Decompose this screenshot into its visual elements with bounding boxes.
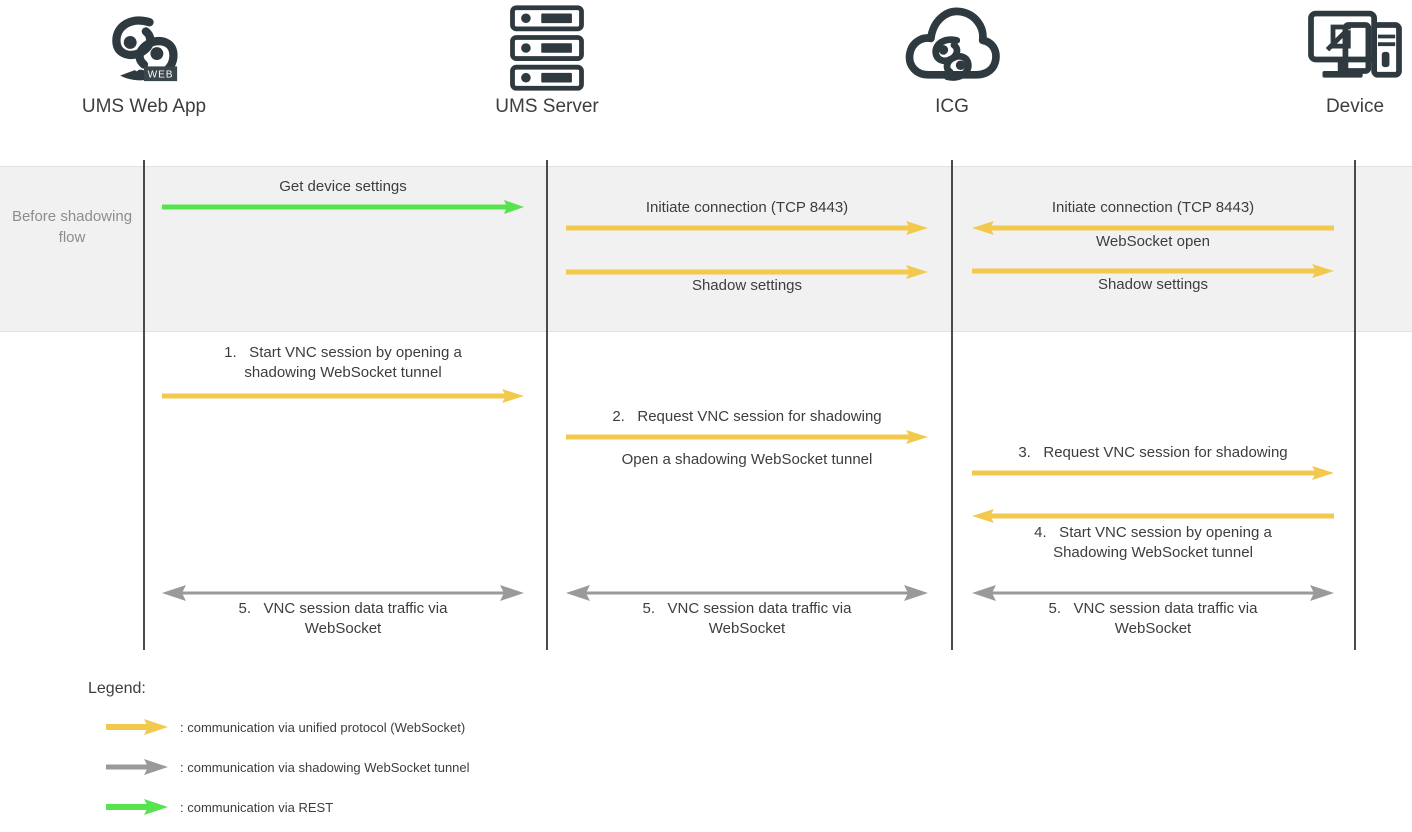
legend-arrow-unified-icon xyxy=(106,719,168,735)
legend-title: Legend: xyxy=(88,680,146,697)
lifeline-icg xyxy=(951,160,953,650)
message-caption-below: Shadow settings xyxy=(691,277,803,294)
message-caption-below: 4. Start VNC session by opening a Shadow… xyxy=(1034,524,1272,561)
before-shadowing-band xyxy=(0,166,1412,332)
message-caption-above: 1. Start VNC session by opening a shadow… xyxy=(224,344,462,381)
legend-item-label: : communication via REST xyxy=(180,799,334,815)
message-step-3-request-vnc-session: 3. Request VNC session for shadowing xyxy=(972,444,1334,480)
actor-label: UMS Web App xyxy=(81,96,207,117)
legend-item-label: : communication via shadowing WebSocket … xyxy=(180,759,470,775)
svg-text:WEB: WEB xyxy=(148,69,174,80)
actor-icg: ICG xyxy=(852,0,1052,118)
actor-device: Device xyxy=(1255,0,1412,118)
actor-label: Device xyxy=(1325,96,1385,117)
message-initiate-connection-server-icg: Initiate connection (TCP 8443) xyxy=(566,199,928,235)
legend-item-unified-protocol: : communication via unified protocol (We… xyxy=(88,712,470,742)
server-rack-icon xyxy=(447,0,647,96)
actor-ums-web-app: WEB UMS Web App xyxy=(44,0,244,118)
message-step-5-vnc-traffic-server-icg: 5. VNC session data traffic via WebSocke… xyxy=(566,585,928,637)
message-caption-below: Shadow settings xyxy=(1097,276,1209,293)
message-step-2-request-vnc-session: 2. Request VNC session for shadowing Ope… xyxy=(566,408,928,468)
message-caption-below: 5. VNC session data traffic via WebSocke… xyxy=(238,600,448,637)
message-caption-below: WebSocket open xyxy=(1096,233,1210,250)
message-shadow-settings-icg-device: Shadow settings xyxy=(972,264,1334,293)
message-step-4-start-vnc-session: 4. Start VNC session by opening a Shadow… xyxy=(972,509,1334,561)
message-step-5-vnc-traffic-webapp-server: 5. VNC session data traffic via WebSocke… xyxy=(162,585,524,637)
cloud-icg-icon xyxy=(852,0,1052,96)
legend-item-label: : communication via unified protocol (We… xyxy=(180,719,466,735)
legend-arrow-rest-icon xyxy=(106,799,168,815)
desktop-device-icon xyxy=(1255,0,1412,96)
legend: Legend: : communication via unified prot… xyxy=(88,680,470,832)
legend-arrow-tunnel-icon xyxy=(106,759,168,775)
message-caption-above: Get device settings xyxy=(279,178,407,195)
message-caption-above: Initiate connection (TCP 8443) xyxy=(1051,199,1255,216)
message-shadow-settings-server-icg: Shadow settings xyxy=(566,265,928,294)
message-initiate-connection-device-icg: Initiate connection (TCP 8443) WebSocket… xyxy=(972,199,1334,250)
actor-ums-server: UMS Server xyxy=(447,0,647,118)
message-caption-above: 2. Request VNC session for shadowing xyxy=(612,408,882,425)
lifeline-ums-web-app xyxy=(143,160,145,650)
ums-web-logo-icon: WEB xyxy=(44,0,244,96)
message-step-1-start-vnc-session: 1. Start VNC session by opening a shadow… xyxy=(162,344,524,403)
message-caption-below: 5. VNC session data traffic via WebSocke… xyxy=(1048,600,1258,637)
message-caption-below: Open a shadowing WebSocket tunnel xyxy=(621,451,873,468)
lifeline-device xyxy=(1354,160,1356,650)
message-step-5-vnc-traffic-icg-device: 5. VNC session data traffic via WebSocke… xyxy=(972,585,1334,637)
actor-label: UMS Server xyxy=(495,96,599,117)
legend-item-shadowing-tunnel: : communication via shadowing WebSocket … xyxy=(88,752,470,782)
actor-label: ICG xyxy=(935,96,969,117)
band-label: Before shadowing flow xyxy=(11,208,133,246)
message-caption-below: 5. VNC session data traffic via WebSocke… xyxy=(642,600,852,637)
message-get-device-settings: Get device settings xyxy=(162,178,524,214)
message-caption-above: Initiate connection (TCP 8443) xyxy=(645,199,849,216)
lifeline-ums-server xyxy=(546,160,548,650)
message-caption-above: 3. Request VNC session for shadowing xyxy=(1018,444,1288,461)
legend-item-rest: : communication via REST xyxy=(88,792,470,822)
